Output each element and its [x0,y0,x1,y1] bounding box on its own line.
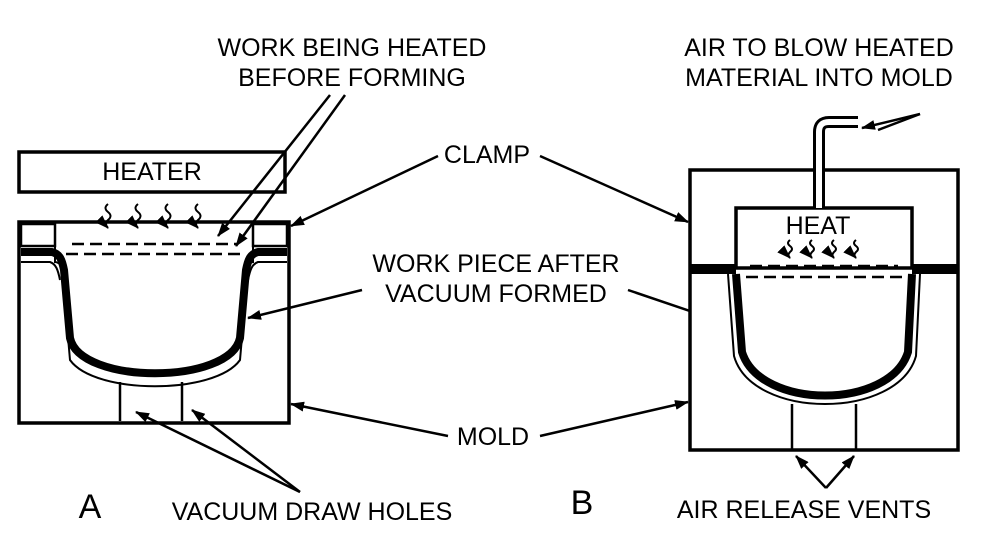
vents-arrow-left [795,455,827,489]
vacuum-arrow-left [135,410,301,494]
work-heated-label-line2: BEFORE FORMING [238,64,466,92]
clamp-block-right [251,222,289,248]
air-arrow-2 [877,112,921,132]
mold-b-cavity [727,273,921,405]
mold-arrow-a [290,401,449,438]
heat-waves-b [777,239,859,259]
work-piece-label-line2: VACUUM FORMED [385,280,607,308]
panel-b-letter: B [571,484,594,522]
work-piece-a-edge-right [247,261,287,281]
work-piece-arrow-a [247,288,363,320]
work-heated-arrow-1 [217,94,331,237]
clamp-arrow-b [539,154,689,224]
air-label-line2: MATERIAL INTO MOLD [685,64,953,92]
work-heated-arrow-2 [234,94,347,247]
panel-a-letter: A [79,488,102,526]
heat-label: HEAT [786,212,851,240]
mold-arrow-b [539,400,689,438]
work-piece-a [21,248,287,378]
heater-label: HEATER [102,158,202,186]
vents-label: AIR RELEASE VENTS [677,496,931,524]
clamp-label: CLAMP [444,141,530,169]
clamp-arrow-a [290,154,439,228]
panel-a: HEATER WORK BEING HEATED BEFORE FORMING [17,34,487,526]
work-piece-a-edge-left [21,261,61,281]
mold-label: MOLD [457,423,529,451]
clamp-block-left [19,222,57,248]
work-piece-label-line1: WORK PIECE AFTER [372,250,619,278]
shared-labels: CLAMP WORK PIECE AFTER VACUUM FORMED MOL… [247,141,741,451]
heater-box [17,150,287,194]
work-piece-b [732,273,916,400]
parting-band-left [690,264,736,274]
work-heated-label-line1: WORK BEING HEATED [217,34,486,62]
air-label-line1: AIR TO BLOW HEATED [684,34,954,62]
air-pipe-inner [816,119,858,208]
vacuum-arrow-right [191,409,301,493]
air-arrow-1 [861,112,921,130]
parting-band-right [912,264,958,274]
panel-b: HEAT AIR TO BLOW HEATED MATERIAL INTO MO… [571,34,960,524]
heat-waves-a [95,203,202,229]
vacuum-holes-label: VACUUM DRAW HOLES [172,498,453,526]
vents-arrow-right [825,455,855,489]
